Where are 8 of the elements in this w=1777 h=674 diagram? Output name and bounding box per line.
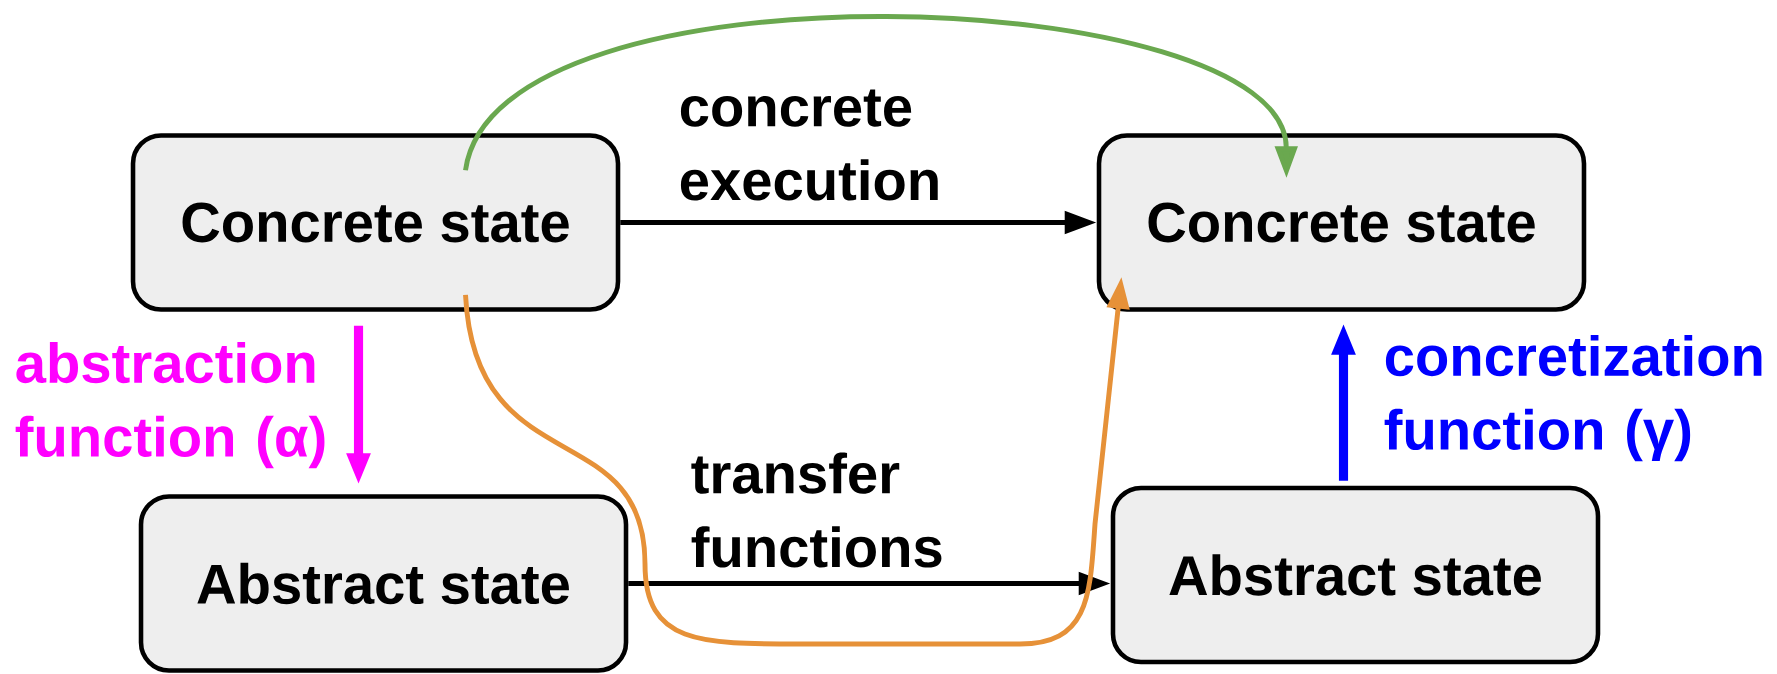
edge-label: concretization function (γ) (1384, 334, 1762, 462)
edge-label: transfer functions (691, 452, 942, 568)
state-box: Concrete state (130, 133, 621, 312)
state-box: Concrete state (1096, 133, 1587, 312)
edge-label: abstraction function (α) (15, 341, 325, 469)
state-box: Abstract state (1110, 485, 1601, 665)
edge-label: concrete execution (680, 89, 938, 201)
state-box: Abstract state (138, 494, 629, 673)
